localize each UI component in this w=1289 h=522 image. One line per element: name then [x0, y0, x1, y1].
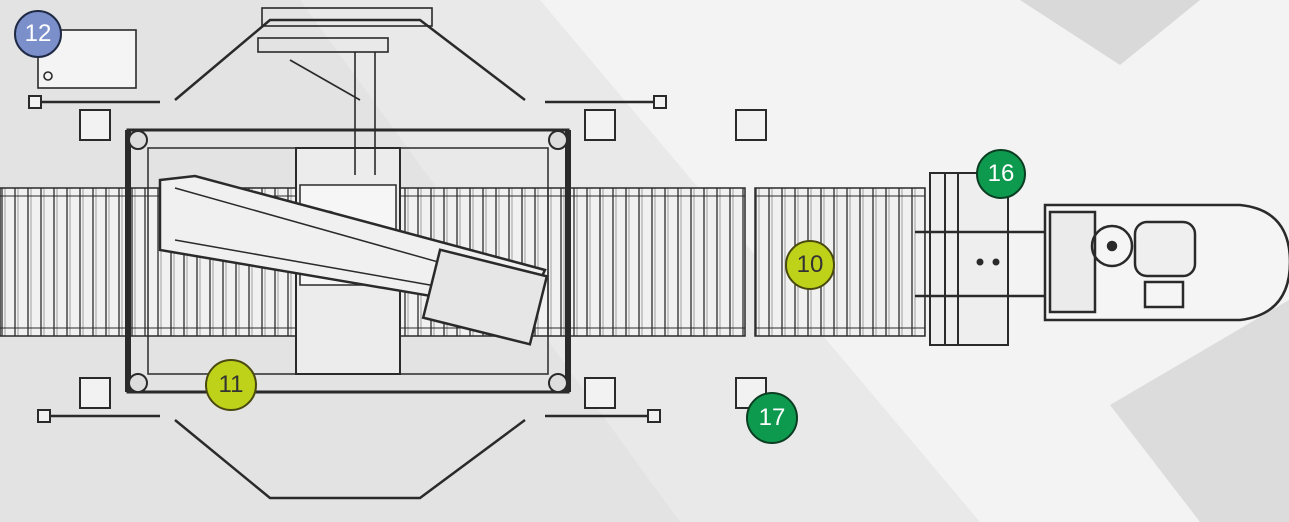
callout-marker-11: 11: [205, 359, 257, 411]
overhead-gantry: [257, 7, 433, 175]
callout-marker-16: 16: [976, 149, 1026, 199]
callout-label-16: 16: [987, 160, 1015, 187]
callout-label-12: 12: [24, 20, 52, 47]
roller-conveyor-right: [754, 187, 926, 337]
callout-marker-17: 17: [746, 392, 798, 444]
safety-fence: [40, 18, 660, 500]
pallet-on-forks: [929, 172, 1009, 346]
callout-label-17: 17: [758, 404, 786, 431]
callout-marker-12: 12: [14, 10, 62, 58]
callout-marker-10: 10: [785, 240, 835, 290]
callout-label-10: 10: [796, 251, 824, 278]
callout-label-11: 11: [218, 371, 244, 398]
robot-arm: [158, 174, 549, 346]
forklift: [915, 203, 1289, 322]
